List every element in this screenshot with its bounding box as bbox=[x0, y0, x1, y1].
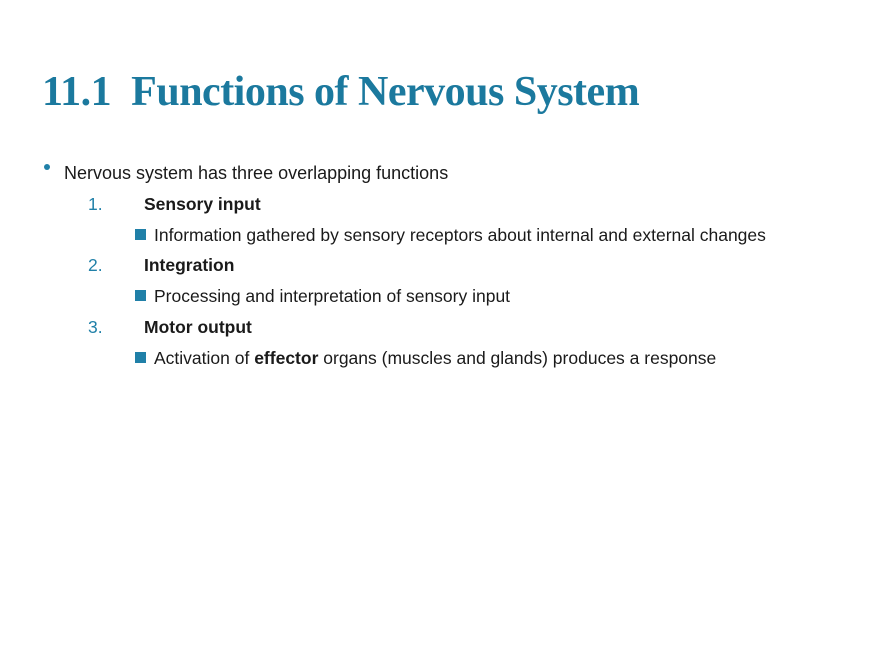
bullet-dot-icon bbox=[44, 164, 50, 170]
item-detail-text: Activation of effector organs (muscles a… bbox=[154, 347, 717, 368]
item-number: 1. bbox=[88, 193, 103, 214]
square-bullet-icon bbox=[135, 290, 146, 302]
item-number: 3. bbox=[88, 316, 103, 337]
numbered-item: 2. Integration bbox=[0, 250, 880, 281]
slide-title: 11.1 Functions of Nervous System bbox=[42, 69, 640, 115]
item-label: Sensory input bbox=[144, 193, 261, 214]
intro-bullet-item: Nervous system has three overlapping fun… bbox=[0, 158, 880, 189]
intro-bullet-text: Nervous system has three overlapping fun… bbox=[64, 163, 449, 183]
item-detail-text: Processing and interpretation of sensory… bbox=[154, 286, 511, 307]
item-label: Integration bbox=[144, 255, 235, 276]
item-number: 2. bbox=[88, 255, 103, 276]
item-detail-text: Information gathered by sensory receptor… bbox=[154, 224, 766, 245]
slide-body: Nervous system has three overlapping fun… bbox=[0, 158, 880, 374]
sub-bullet-item: Activation of effector organs (muscles a… bbox=[0, 343, 880, 374]
item-label: Motor output bbox=[144, 316, 252, 337]
numbered-item: 1. Sensory input bbox=[0, 189, 880, 220]
square-bullet-icon bbox=[135, 228, 146, 240]
sub-bullet-item: Information gathered by sensory receptor… bbox=[0, 220, 880, 251]
sub-bullet-item: Processing and interpretation of sensory… bbox=[0, 281, 880, 312]
square-bullet-icon bbox=[135, 351, 146, 363]
numbered-item: 3. Motor output bbox=[0, 312, 880, 343]
